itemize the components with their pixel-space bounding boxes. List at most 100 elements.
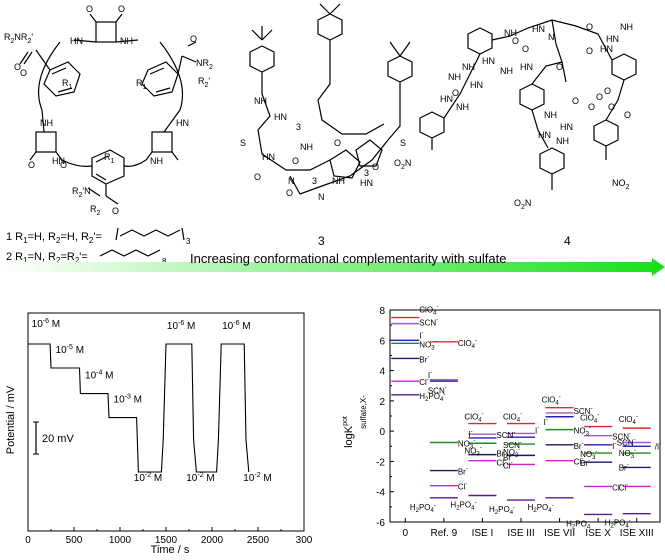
compound-3-structure [249, 3, 413, 195]
x-tick-label: 0 [25, 535, 31, 546]
atom-label: HN [606, 34, 619, 44]
atom-label: S [240, 138, 246, 148]
atom-label: O [452, 88, 459, 98]
ion-label: Br- [419, 354, 429, 364]
legend-line-2: 2 R1=N, R2=R2'= [6, 251, 88, 265]
atom-label: O [512, 36, 519, 46]
atom-label: HN [176, 118, 189, 128]
legend-line-1: 1 R1=H, R2=H, R2'= [6, 231, 102, 245]
atom-label: HN [560, 122, 573, 132]
atom-label: NH [254, 96, 267, 106]
ion-label: Cl- [574, 457, 584, 467]
atom-label: NH [300, 142, 313, 152]
ion-label: NO3- [419, 339, 436, 351]
ion-label: Cl- [419, 377, 429, 387]
atom-label: HN [70, 36, 83, 46]
x-tick-label: 2000 [201, 535, 224, 546]
ion-label: ClO4- [580, 413, 599, 425]
atom-label: O [588, 102, 595, 112]
compound-1-structure [19, 13, 197, 205]
y-tick-label: 0 [379, 427, 385, 438]
y-tick-label: -6 [376, 518, 385, 529]
ion-label: H2PO4- [489, 505, 515, 516]
atom-label: NH [620, 22, 633, 32]
ion-label: SCN- [612, 432, 631, 442]
category-label: ISE XIII [620, 528, 654, 539]
atom-label: O [522, 44, 529, 54]
category-label: ISE III [507, 528, 534, 539]
compound-legend: 1 R1=H, R2=H, R2'= 3 2 R1=N, R2=R2'= 8 [6, 231, 191, 266]
atom-label: HN [482, 56, 495, 66]
ion-label: ClO4- [419, 305, 438, 317]
atom-label: N [548, 32, 555, 42]
ion-label: H2PO4- [419, 392, 445, 403]
atom-label: NH [504, 28, 517, 38]
potential-trace [28, 343, 250, 473]
y-tick-label: 6 [379, 336, 385, 347]
ion-label: Br- [503, 452, 513, 462]
atom-label: R2 [90, 204, 101, 217]
concentration-label: 10-6 M [32, 318, 60, 330]
atom-label: HN [600, 44, 613, 54]
concentration-label: 10-2 M [186, 472, 214, 484]
atom-label: HN [440, 94, 453, 104]
atom-label: O [556, 62, 563, 72]
category-label: Ref. 9 [431, 528, 458, 539]
atom-label: O [604, 86, 611, 96]
ion-label: SCN- [419, 318, 438, 328]
ion-label: H2PO4- [528, 503, 554, 514]
ion-label: SCN- [574, 406, 593, 416]
atom-label: O [572, 96, 579, 106]
atom-label: O [372, 162, 379, 172]
atom-label: O2N [394, 158, 411, 171]
atom-label: NH [120, 36, 133, 46]
atom-label: NH [332, 176, 345, 186]
category-label: 0 [403, 528, 409, 539]
concentration-label: 10-6 M [222, 320, 250, 332]
atom-label: O [292, 156, 299, 166]
ion-label: ClO4- [458, 338, 477, 350]
banner-text: Increasing conformational complementarit… [190, 251, 506, 266]
gradient-arrow [0, 258, 665, 276]
ion-label: ClO4- [619, 414, 638, 426]
atom-label: S [400, 138, 406, 148]
ion-label: H2PO4- [566, 519, 592, 530]
concentration-label: 10-5 M [56, 344, 84, 356]
atom-label: NH [544, 110, 557, 120]
x-tick-label: 500 [66, 535, 83, 546]
legend-line-1-subscript: 3 [186, 237, 191, 246]
concentration-label: 10-2 M [134, 472, 162, 484]
atom-label: R1 [136, 78, 147, 91]
chain-symbol-1 [119, 229, 181, 237]
atom-label: O [86, 4, 93, 14]
ion-label: NO3- [574, 426, 591, 438]
ion-label: Br- [580, 458, 590, 468]
atom-label: NH [500, 66, 513, 76]
x-tick-label: 1500 [155, 535, 178, 546]
atom-label: 3 [296, 122, 301, 132]
compound-label-3: 3 [318, 234, 325, 248]
ion-label: Cl- [612, 482, 622, 492]
atom-label: NH [448, 72, 461, 82]
ion-label: Br- [458, 467, 468, 477]
y-tick-label: 2 [379, 397, 385, 408]
ion-label: I- [468, 429, 472, 439]
compound-4-structure [419, 19, 637, 190]
atom-label: HN [52, 156, 65, 166]
ion-label: /I- [655, 441, 661, 451]
atom-label: NO2 [612, 178, 630, 191]
atom-label: NR2 [196, 58, 213, 71]
y-tick-label: 8 [379, 306, 385, 317]
atom-label: R2' [198, 76, 210, 89]
ion-label: H2PO4- [605, 519, 631, 530]
atom-label: O [586, 22, 593, 32]
legend-line-2-subscript: 8 [162, 257, 167, 266]
x-tick-label: 1000 [109, 535, 132, 546]
atom-label: HN [360, 178, 373, 188]
atom-label: O [254, 172, 261, 182]
y-tick-label: -2 [376, 457, 385, 468]
atom-label: R1 [62, 78, 73, 91]
